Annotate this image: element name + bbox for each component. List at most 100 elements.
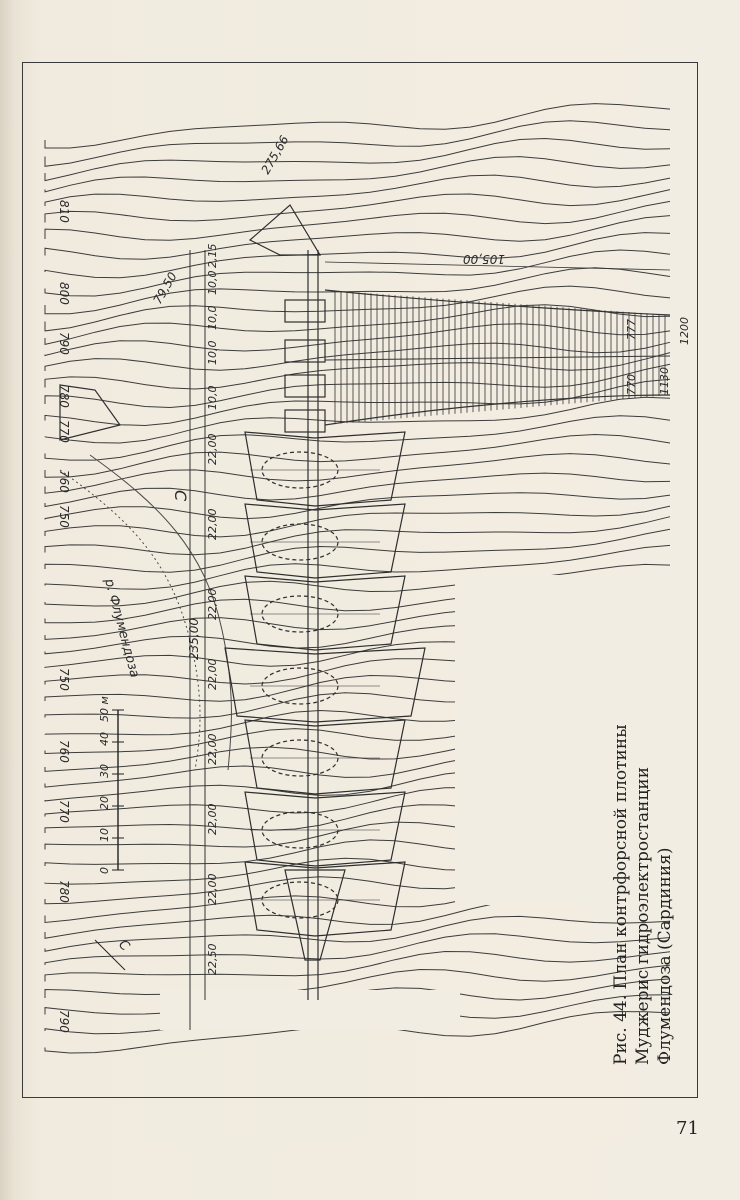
contour-line [44, 933, 671, 965]
river-label: р. Флумендоза [101, 576, 142, 679]
dimension-label: 22,00 [206, 734, 219, 766]
contour-line [44, 964, 671, 998]
contour-elevation-label: 800 [57, 282, 71, 305]
dimension-line [324, 261, 671, 271]
dimension-label: 2,15 [206, 244, 219, 269]
contour-line [44, 472, 671, 508]
scale-tick-label: 20 [98, 796, 111, 810]
dam-end [284, 869, 346, 961]
river-channel [59, 454, 232, 771]
contour-line [44, 249, 671, 297]
contour-elevation-label: 780 [57, 880, 71, 903]
blank-area [160, 990, 460, 1030]
spillway-chute [324, 261, 671, 426]
contour-line [44, 120, 671, 167]
buttress [244, 431, 406, 507]
contour-line [44, 378, 671, 427]
elevation-label: 770 [625, 374, 638, 395]
dimension-label: 22,00 [206, 589, 219, 621]
north-arrow-icon [94, 939, 126, 971]
contour-elevation-label: 770 [57, 800, 71, 823]
figure-frame [22, 62, 698, 1098]
scale-unit-label: 50 м [98, 696, 111, 722]
contour-line [44, 528, 671, 573]
dimension-label: 10,0 [206, 306, 219, 331]
scale-tick-label: 40 [98, 732, 111, 746]
dimension-label: 10,0 [206, 271, 219, 296]
spillway-length-label: 105,00 [463, 252, 505, 266]
dimension-label: 22,00 [206, 509, 219, 541]
buttress [224, 647, 426, 723]
contour-elevation-label: 780 [57, 385, 71, 408]
contour-line [44, 453, 671, 494]
dimension-label: 10,0 [206, 341, 219, 366]
contour-line [44, 433, 671, 478]
contour-elevation-label: 750 [57, 668, 71, 691]
north-arrow-label: С [171, 490, 190, 502]
dimension-label: 22,00 [206, 434, 219, 466]
contour-line [44, 189, 671, 223]
buttress [244, 719, 406, 795]
scale-tick-label: 0 [98, 867, 111, 874]
spillway-gate [284, 299, 326, 323]
page-number: 71 [676, 1118, 699, 1139]
contour-line [44, 415, 671, 461]
dimension-label: 22,00 [206, 874, 219, 906]
contour-line [44, 232, 671, 279]
spillway-gate [284, 374, 326, 398]
scale-tick-label: 10 [98, 828, 111, 842]
contour-line [44, 563, 671, 607]
contour-elevation-label: 760 [57, 470, 71, 493]
contour-line [44, 215, 671, 260]
figure-caption: Рис. 44. План контрфорсной плотины Мудже… [610, 645, 676, 1065]
contour-line [44, 285, 671, 332]
contour-line [44, 915, 671, 952]
contour-line [44, 323, 671, 357]
dimension-label: 22,50 [206, 944, 219, 976]
contour-line [44, 156, 671, 193]
caption-line-2: Муджерис гидроэлектростанции [633, 766, 653, 1065]
elevation-label: 1130 [658, 367, 671, 395]
contour-elevation-label: 790 [57, 1010, 71, 1033]
contour-line [44, 200, 671, 241]
contour-line [44, 341, 671, 371]
elevation-label: 1200 [678, 317, 691, 345]
contour-line [44, 137, 671, 182]
contour-line [44, 267, 671, 315]
contour-elevation-label: 810 [57, 200, 71, 223]
left-abutment [248, 204, 322, 256]
contour-line [44, 950, 671, 982]
contour-elevation-label: 750 [57, 505, 71, 528]
contour-line [44, 544, 671, 590]
angle-dimension-label: 79,50 [150, 269, 179, 306]
contour-elevation-label: 770 [57, 420, 71, 443]
contour-elevation-label: 760 [57, 740, 71, 763]
contour-line [44, 304, 671, 346]
contour-line [44, 103, 671, 149]
blank-area [455, 575, 670, 905]
caption-line-3: Флумендоза (Сардиния) [655, 847, 675, 1065]
dimension-label: 22,00 [206, 804, 219, 836]
buttress [244, 861, 406, 937]
dimension-label: 22,00 [206, 659, 219, 691]
buttress [244, 503, 406, 579]
contour-line [44, 352, 671, 390]
spillway-gate [284, 339, 326, 363]
dam-body [59, 204, 426, 1030]
caption-line-1: Рис. 44. План контрфорсной плотины [611, 724, 631, 1065]
contour-line [44, 516, 671, 556]
angle-dimension-label: 275,66 [258, 133, 291, 177]
wing-wall [59, 384, 122, 441]
scale-tick-label: 30 [98, 764, 111, 778]
elevation-label: 777 [625, 319, 638, 340]
total-length-label: 235,00 [187, 618, 201, 660]
chute-divider [324, 355, 671, 361]
buttress [244, 575, 406, 651]
buttress [244, 791, 406, 867]
scale-bar [112, 709, 124, 871]
spillway-gate [284, 409, 326, 433]
contour-line [44, 505, 671, 538]
contour-elevation-label: 790 [57, 332, 71, 355]
